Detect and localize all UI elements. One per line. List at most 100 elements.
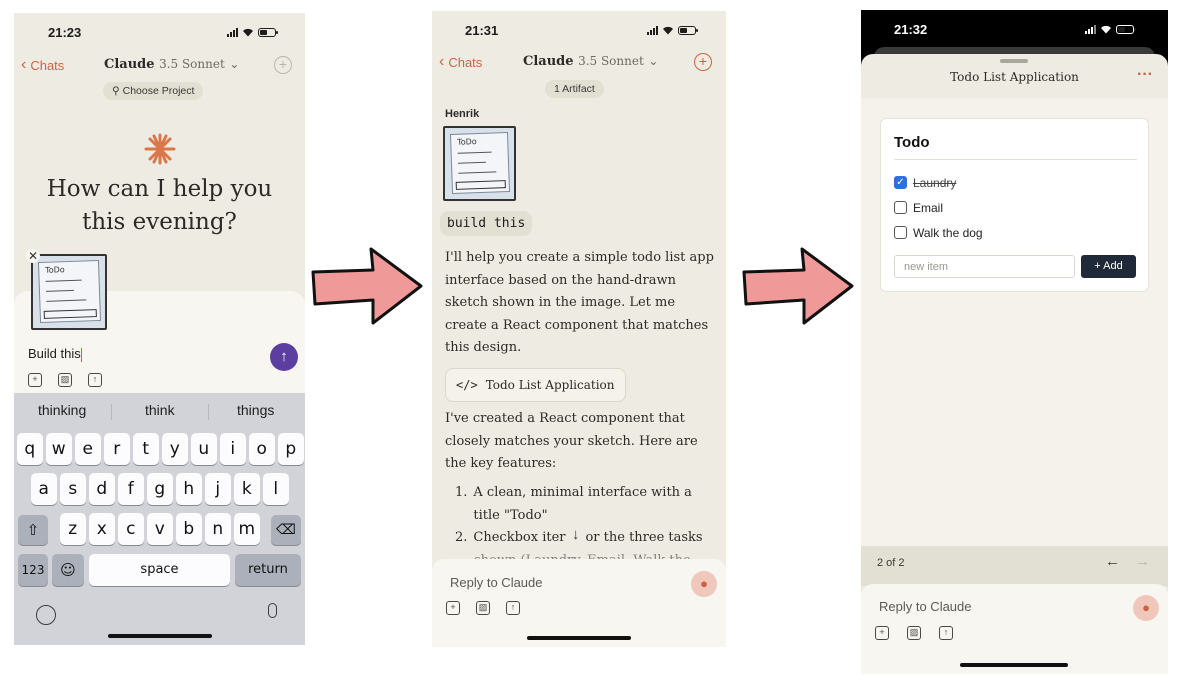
choose-project-button[interactable]: ⚲ Choose Project xyxy=(103,82,204,100)
artifact-card[interactable]: </> Todo List Application xyxy=(445,368,626,402)
assistant-reply-2: I've created a React component that clos… xyxy=(445,411,698,471)
key-a[interactable]: a xyxy=(31,473,57,505)
artifact-pill[interactable]: 1 Artifact xyxy=(545,80,604,98)
greeting-line-1: How can I help you xyxy=(46,176,273,202)
add-file-icon[interactable]: + xyxy=(446,601,460,615)
microphone-icon[interactable] xyxy=(268,603,277,618)
arrow-right-icon[interactable]: → xyxy=(1135,553,1150,570)
reply-input[interactable]: Reply to Claude xyxy=(879,599,972,614)
key-n[interactable]: n xyxy=(205,513,231,545)
image-icon[interactable]: ▨ xyxy=(907,626,921,640)
status-icons xyxy=(227,28,278,37)
wifi-icon xyxy=(243,28,253,37)
key-j[interactable]: j xyxy=(205,473,231,505)
message-input[interactable]: Build this xyxy=(28,346,82,362)
upload-icon[interactable]: ↑ xyxy=(939,626,953,640)
key-e[interactable]: e xyxy=(75,433,101,465)
image-icon[interactable]: ▨ xyxy=(58,373,72,387)
add-file-icon[interactable]: + xyxy=(28,373,42,387)
todo-item-label: Walk the dog xyxy=(913,226,983,240)
new-chat-icon[interactable]: + xyxy=(694,53,712,71)
project-icon: ⚲ xyxy=(112,85,120,97)
app-name: Claude xyxy=(523,54,574,69)
todo-item[interactable]: Walk the dog xyxy=(894,225,1094,241)
key-w[interactable]: w xyxy=(46,433,72,465)
key-t[interactable]: t xyxy=(133,433,159,465)
key-h[interactable]: h xyxy=(176,473,202,505)
key-m[interactable]: m xyxy=(234,513,260,545)
key-c[interactable]: c xyxy=(118,513,144,545)
key-g[interactable]: g xyxy=(147,473,173,505)
remove-attachment-icon[interactable]: ✕ xyxy=(26,249,40,263)
todo-item[interactable]: ✓ Laundry xyxy=(894,175,1094,191)
key-i[interactable]: i xyxy=(220,433,246,465)
shift-key[interactable]: ⇧ xyxy=(18,515,48,545)
chevron-left-icon: ‹ xyxy=(439,53,445,70)
key-z[interactable]: z xyxy=(60,513,86,545)
model-selector[interactable]: Claude 3.5 Sonnet ⌄ xyxy=(523,54,658,69)
back-chats-button[interactable]: ‹ Chats xyxy=(439,53,482,71)
upload-icon[interactable]: ↑ xyxy=(506,601,520,615)
microphone-icon[interactable]: ● xyxy=(1133,595,1159,621)
delete-key[interactable]: ⌫ xyxy=(271,515,301,545)
key-v[interactable]: v xyxy=(147,513,173,545)
new-item-input[interactable]: new item xyxy=(894,255,1075,278)
key-s[interactable]: s xyxy=(60,473,86,505)
microphone-icon[interactable]: ● xyxy=(691,571,717,597)
wifi-icon xyxy=(1101,25,1111,34)
new-chat-icon[interactable]: + xyxy=(274,56,292,74)
checkbox-icon[interactable] xyxy=(894,226,907,239)
more-options-icon[interactable]: ··· xyxy=(1137,66,1153,83)
space-key-label: space xyxy=(140,562,179,577)
key-q[interactable]: q xyxy=(17,433,43,465)
todo-item[interactable]: Email xyxy=(894,200,1094,216)
status-icons xyxy=(647,26,698,35)
numbers-key[interactable]: 123 xyxy=(18,554,48,586)
key-f[interactable]: f xyxy=(118,473,144,505)
user-message-bubble: build this xyxy=(440,211,533,236)
key-y[interactable]: y xyxy=(162,433,188,465)
key-l[interactable]: l xyxy=(263,473,289,505)
scroll-down-icon[interactable]: ↓ xyxy=(572,526,580,543)
checkbox-checked-icon[interactable]: ✓ xyxy=(894,176,907,189)
add-button[interactable]: + Add xyxy=(1081,255,1136,278)
add-file-icon[interactable]: + xyxy=(875,626,889,640)
key-x[interactable]: x xyxy=(89,513,115,545)
status-time: 21:32 xyxy=(894,22,928,37)
key-u[interactable]: u xyxy=(191,433,217,465)
back-chats-button[interactable]: ‹ Chats xyxy=(21,56,64,74)
todo-card: Todo ✓ Laundry Email Walk the dog new it… xyxy=(880,118,1149,292)
key-d[interactable]: d xyxy=(89,473,115,505)
divider xyxy=(111,404,112,420)
emoji-key[interactable]: ☺ xyxy=(52,554,84,586)
list-item-text: A clean, minimal interface with a title … xyxy=(473,485,692,523)
key-b[interactable]: b xyxy=(176,513,202,545)
suggestion-2[interactable]: think xyxy=(145,402,175,418)
key-o[interactable]: o xyxy=(249,433,275,465)
arrow-up-icon: ↑ xyxy=(280,348,288,365)
reply-composer xyxy=(432,559,726,647)
checkbox-icon[interactable] xyxy=(894,201,907,214)
return-key[interactable]: return xyxy=(235,554,301,586)
upload-icon[interactable]: ↑ xyxy=(88,373,102,387)
reply-input[interactable]: Reply to Claude xyxy=(450,575,543,590)
key-k[interactable]: k xyxy=(234,473,260,505)
model-selector[interactable]: Claude 3.5 Sonnet ⌄ xyxy=(104,57,239,72)
image-icon[interactable]: ▨ xyxy=(476,601,490,615)
todo-item-label: Laundry xyxy=(913,176,957,190)
suggestion-1[interactable]: thinking xyxy=(38,402,87,418)
key-r[interactable]: r xyxy=(104,433,130,465)
user-sketch-image[interactable]: ToDo xyxy=(443,126,516,201)
suggestion-3[interactable]: things xyxy=(237,402,275,418)
list-item-text-cont: or the three tasks xyxy=(585,530,703,545)
send-button[interactable]: ↑ xyxy=(270,343,298,371)
phone-screen-new-chat: 21:23 ‹ Chats Claude 3.5 Sonnet ⌄ + ⚲ Ch… xyxy=(14,13,305,645)
attached-sketch-image[interactable]: ToDo xyxy=(31,254,107,330)
app-name: Claude xyxy=(104,57,155,72)
space-key[interactable]: space xyxy=(89,554,230,586)
sheet-grabber[interactable] xyxy=(1000,59,1028,63)
arrow-left-icon[interactable]: ← xyxy=(1105,553,1120,570)
key-p[interactable]: p xyxy=(278,433,304,465)
globe-icon[interactable] xyxy=(36,605,56,625)
